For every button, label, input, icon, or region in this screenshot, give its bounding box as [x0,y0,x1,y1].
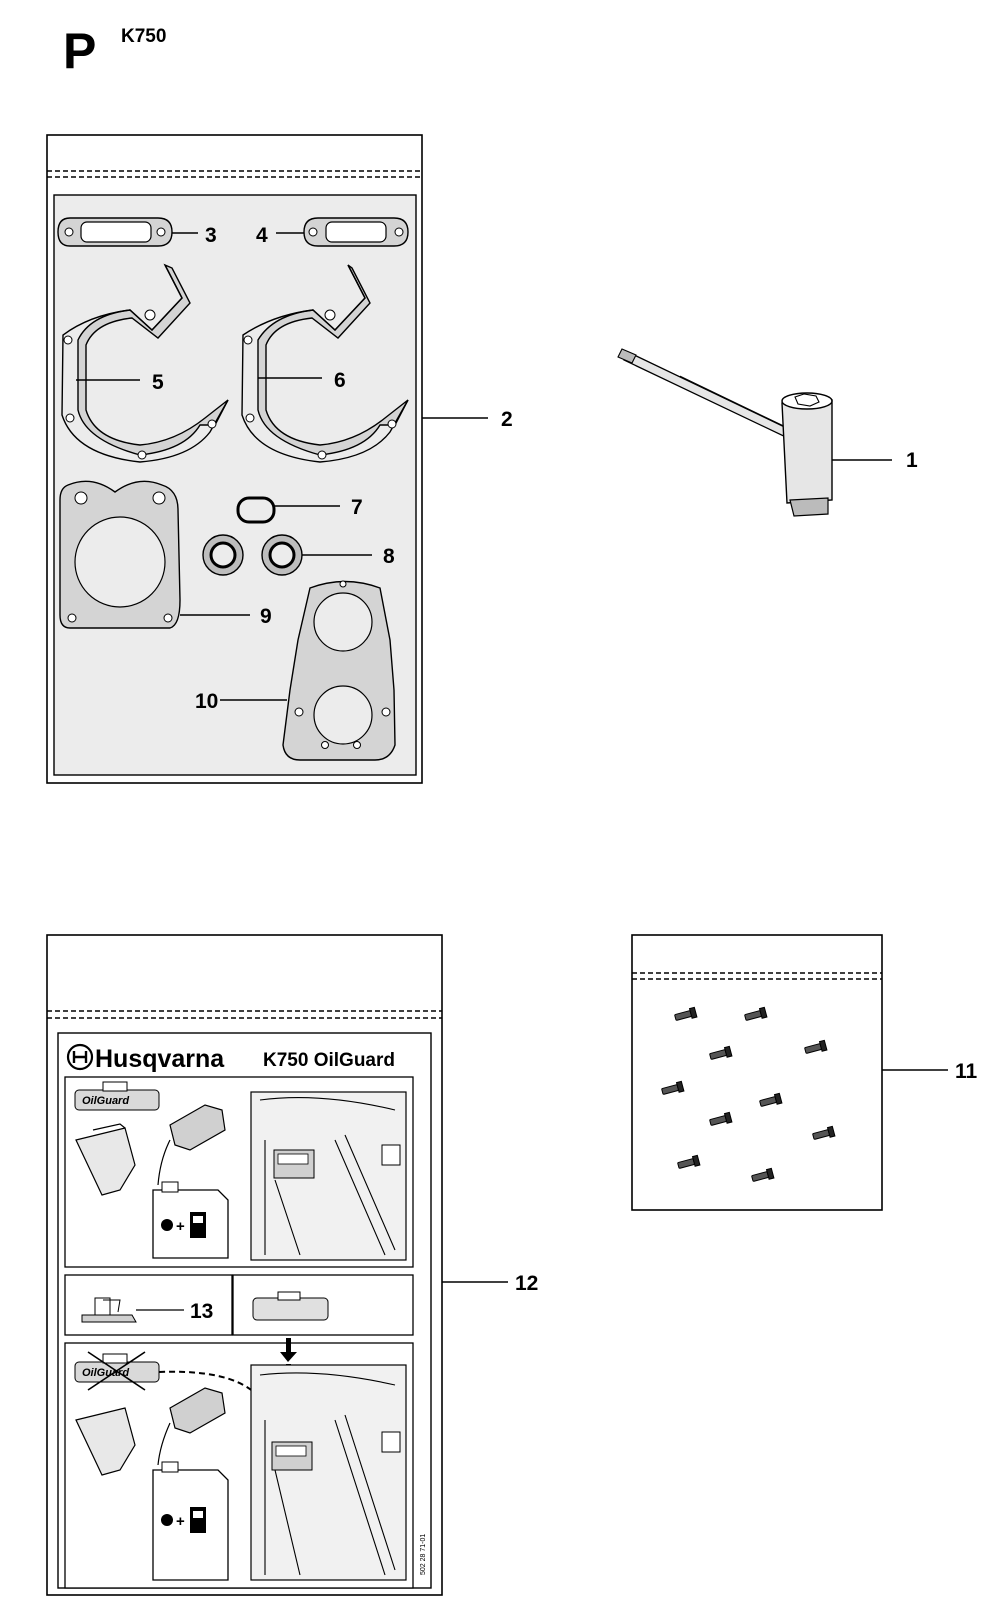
exhaust-gasket-3 [57,217,173,247]
intake-gasket-10 [282,580,396,761]
callout-9: 9 [260,605,272,628]
decal-brand: Husqvarna [95,1045,225,1073]
oilguard-label-2: OilGuard [82,1367,129,1379]
decal-product-name: K750 OilGuard [263,1050,395,1071]
callout-10: 10 [195,690,218,713]
callout-12: 12 [515,1272,538,1295]
callout-11: 11 [955,1060,978,1083]
callout-8: 8 [383,545,395,568]
screw-bag [631,934,948,1211]
decal-part-number: 502 28 71-01 [420,1534,427,1575]
callout-3: 3 [205,224,217,247]
oilguard-label-1: OilGuard [82,1095,129,1107]
cylinder-gasket-9 [59,480,181,629]
crankcase-gasket-6 [241,264,409,463]
callout-7: 7 [351,496,363,519]
page-letter: P [63,23,97,79]
husqvarna-logo [66,1043,94,1071]
svg-text:+: + [176,1513,185,1530]
exhaust-gasket-4 [303,217,409,247]
callout-4: 4 [256,224,268,247]
callout-13: 13 [190,1300,213,1323]
seal-rings-8 [202,534,303,576]
screws [661,1006,836,1182]
callout-6: 6 [334,369,346,392]
model-code: K750 [121,26,167,47]
callout-1: 1 [906,449,918,472]
callout-5: 5 [152,371,164,394]
decal-panel-refill: OilGuard + [64,1076,414,1268]
crankcase-gasket-5 [61,263,229,463]
callout-2: 2 [501,408,513,431]
svg-text:+: + [176,1218,185,1235]
decal-panel-cap [64,1274,414,1336]
decal-panel-replace: OilGuard + 502 28 71-01 [64,1338,427,1589]
spark-plug-wrench [617,348,892,517]
o-ring-7 [236,496,276,524]
gasket-leader-lines [76,232,488,701]
